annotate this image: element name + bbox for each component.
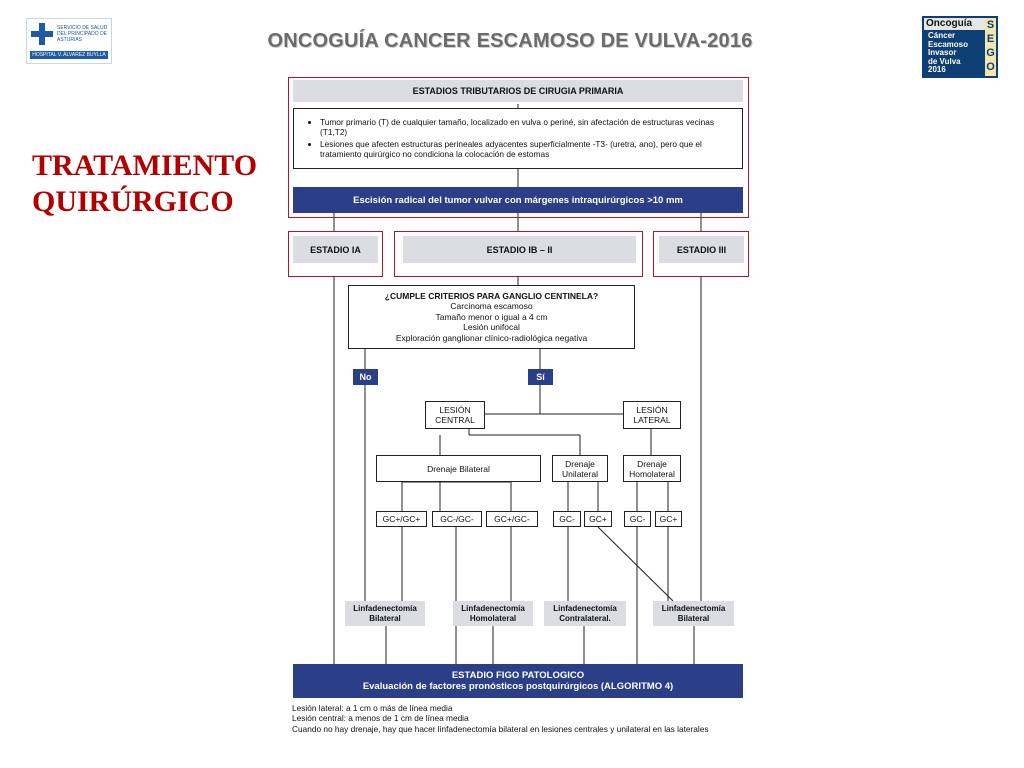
stage-ib-ii-frame [394, 231, 643, 277]
stage-ia-box: ESTADIO IA [293, 236, 378, 263]
footnotes: Lesión lateral: a 1 cm o más de línea me… [292, 703, 712, 734]
stage-iii-box: ESTADIO III [659, 236, 744, 263]
gc-box: GC- [624, 511, 651, 527]
lesion-central-box: LESIÓN CENTRAL [425, 401, 485, 429]
footnote: Lesión central: a menos de 1 cm de línea… [292, 713, 469, 724]
stage-ib-ii-box: ESTADIO IB – II [403, 236, 636, 263]
oncoguia-logo-top: Oncoguía [924, 18, 986, 30]
figo-line1: ESTADIO FIGO PATOLOGICO [451, 670, 585, 681]
page-title: ONCOGUÍA CANCER ESCAMOSO DE VULVA-2016 [267, 30, 753, 52]
si-box: Sí [528, 369, 553, 385]
linf-bilateral-box-2: Linfadenectomía Bilateral [653, 601, 734, 626]
drenaje-unilateral-box: Drenaje Unilateral [552, 455, 608, 482]
drenaje-homolateral-box: Drenaje Homolateral [623, 455, 681, 482]
sentinel-item: Lesión unifocal [463, 322, 520, 333]
figo-box: ESTADIO FIGO PATOLOGICO Evaluación de fa… [293, 664, 743, 698]
hospital-logo-text: SERVICIO DE SALUD DEL PRINCIPADO DE ASTU… [57, 25, 108, 43]
oncoguia-logo: Oncoguía Cáncer Escamoso Invasor de Vulv… [922, 16, 998, 78]
stage-iii-frame [653, 231, 749, 277]
linf-bilateral-box: Linfadenectomía Bilateral [345, 601, 425, 626]
stages-header: ESTADIOS TRIBUTARIOS DE CIRUGIA PRIMARIA [293, 80, 743, 102]
gc-box: GC+ [655, 511, 682, 527]
criteria-list: Tumor primario (T) de cualquier tamaño, … [294, 117, 742, 161]
sentinel-item: Carcinoma escamoso [450, 301, 533, 312]
criteria-box: Tumor primario (T) de cualquier tamaño, … [293, 108, 743, 169]
gc-box: GC+ [584, 511, 612, 527]
linf-homolateral-box: Linfadenectomía Homolateral [453, 601, 533, 626]
gc-box: GC-/GC- [432, 511, 482, 527]
sentinel-question: ¿CUMPLE CRITERIOS PARA GANGLIO CENTINELA… [384, 290, 599, 301]
section-title: TRATAMIENTO QUIRÚRGICO [32, 149, 258, 218]
primary-surgery-frame [288, 77, 749, 218]
sentinel-item: Tamaño menor o igual a 4 cm [435, 311, 548, 322]
criteria-item: Tumor primario (T) de cualquier tamaño, … [320, 117, 742, 138]
footnote: Lesión lateral: a 1 cm o más de línea me… [292, 703, 453, 713]
linf-contralateral-box: Linfadenectomía Contralateral. [544, 601, 626, 626]
hospital-logo: SERVICIO DE SALUD DEL PRINCIPADO DE ASTU… [26, 18, 112, 64]
drenaje-bilateral-box: Drenaje Bilateral [376, 455, 541, 482]
gc-box: GC+/GC+ [376, 511, 427, 527]
radical-excision-box: Escisión radical del tumor vulvar con má… [293, 187, 743, 213]
lesion-lateral-box: LESIÓN LATERAL [623, 401, 681, 429]
no-box: No [353, 369, 378, 385]
figo-line2: Evaluación de factores pronósticos postq… [362, 681, 674, 692]
gc-box: GC+/GC- [486, 511, 538, 527]
sentinel-item: Exploración ganglionar clínico-radiológi… [395, 332, 588, 343]
criteria-item: Lesiones que afecten estructuras perinea… [320, 139, 742, 160]
oncoguia-logo-body: Cáncer Escamoso Invasor de Vulva 2016 [928, 31, 969, 74]
footnote: Cuando no hay drenaje, hay que hacer lin… [292, 723, 709, 734]
stage-ia-frame [288, 231, 383, 277]
sentinel-criteria-box: ¿CUMPLE CRITERIOS PARA GANGLIO CENTINELA… [348, 285, 635, 349]
hospital-logo-bar: HOSPITAL V. ALVAREZ BUYLLA [30, 51, 108, 59]
gc-box: GC- [553, 511, 581, 527]
health-cross-icon [31, 23, 53, 45]
